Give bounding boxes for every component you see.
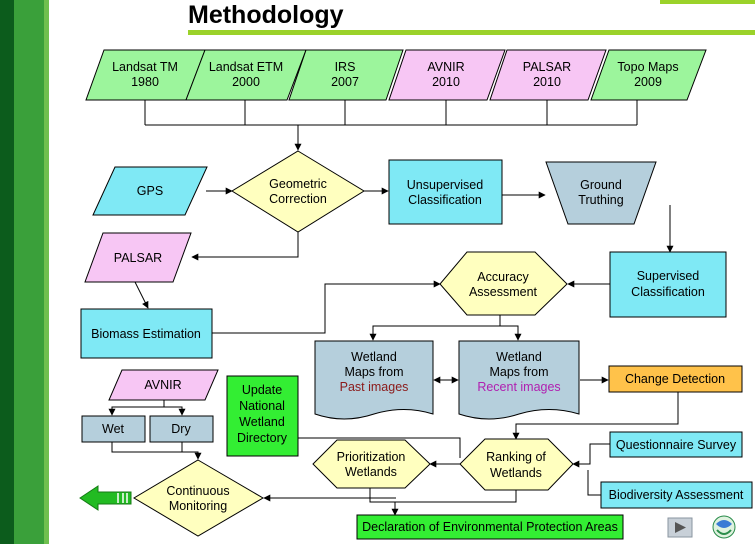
wetland-recent-label-1: Wetland xyxy=(496,350,542,364)
source-palsar-name: PALSAR xyxy=(523,60,571,74)
monitoring-label-1: Continuous xyxy=(166,484,229,498)
source-topo-maps-year: 2009 xyxy=(634,75,662,89)
update-label-2: National xyxy=(239,399,285,413)
source-topo-maps: Topo Maps 2009 xyxy=(590,49,707,101)
ranking-wetlands-node: Ranking of Wetlands xyxy=(459,438,574,491)
prioritization-wetlands-node: Prioritization Wetlands xyxy=(312,439,431,489)
source-landsat-etm: Landsat ETM 2000 xyxy=(185,49,307,101)
connectors xyxy=(108,100,679,516)
source-topo-maps-name: Topo Maps xyxy=(617,60,678,74)
title-bar-top xyxy=(660,0,755,4)
geometric-correction-node: Geometric Correction xyxy=(231,150,365,233)
avnir-node: AVNIR xyxy=(108,369,219,401)
biodiversity-label: Biodiversity Assessment xyxy=(609,488,744,502)
supervised-label-1: Supervised xyxy=(637,269,700,283)
source-landsat-tm-year: 1980 xyxy=(131,75,159,89)
ranking-label-1: Ranking of xyxy=(486,450,546,464)
update-label-4: Directory xyxy=(237,431,288,445)
questionnaire-survey-node: Questionnaire Survey xyxy=(609,431,743,458)
wetland-recent-label-2: Maps from xyxy=(489,365,548,379)
page-title: Methodology xyxy=(188,1,344,29)
unsupervised-label-2: Classification xyxy=(408,193,482,207)
monitoring-label-2: Monitoring xyxy=(169,499,227,513)
play-icon xyxy=(675,522,686,533)
source-irs-year: 2007 xyxy=(331,75,359,89)
unsupervised-classification-node: Unsupervised Classification xyxy=(388,159,503,225)
questionnaire-label: Questionnaire Survey xyxy=(616,438,737,452)
source-irs: IRS 2007 xyxy=(288,49,404,101)
next-slide-button[interactable] xyxy=(667,517,693,538)
wetland-recent-label-3: Recent images xyxy=(477,380,560,394)
wetland-past-label-1: Wetland xyxy=(351,350,397,364)
source-irs-name: IRS xyxy=(335,60,356,74)
update-label-3: Wetland xyxy=(239,415,285,429)
dry-node: Dry xyxy=(149,415,214,443)
change-detection-node: Change Detection xyxy=(608,365,743,393)
update-label-1: Update xyxy=(242,383,282,397)
source-landsat-tm: Landsat TM 1980 xyxy=(85,49,206,101)
source-palsar: PALSAR 2010 xyxy=(489,49,607,101)
wetland-past-label-3: Past images xyxy=(340,380,409,394)
ranking-label-2: Wetlands xyxy=(490,466,542,480)
avnir-label: AVNIR xyxy=(144,378,181,392)
ground-truthing-node: Ground Truthing xyxy=(545,161,657,225)
gps-label: GPS xyxy=(137,184,163,198)
sidebar-dark xyxy=(0,0,14,544)
biomass-label: Biomass Estimation xyxy=(91,327,201,341)
source-avnir: AVNIR 2010 xyxy=(388,49,506,101)
wetland-past-label-2: Maps from xyxy=(344,365,403,379)
wetland-maps-recent-node: Wetland Maps from Recent images xyxy=(458,340,580,420)
wetland-maps-past-node: Wetland Maps from Past images xyxy=(314,340,434,420)
wet-node: Wet xyxy=(81,415,146,443)
source-avnir-name: AVNIR xyxy=(427,60,464,74)
left-arrow-icon xyxy=(79,485,132,511)
title-bar xyxy=(188,30,755,35)
prioritization-label-2: Wetlands xyxy=(345,465,397,479)
geometric-correction-label-2: Correction xyxy=(269,192,327,206)
biodiversity-assessment-node: Biodiversity Assessment xyxy=(600,481,753,509)
biomass-estimation-node: Biomass Estimation xyxy=(80,308,213,359)
declaration-node: Declaration of Environmental Protection … xyxy=(356,514,624,540)
unsupervised-label-1: Unsupervised xyxy=(407,178,483,192)
continuous-monitoring-node: Continuous Monitoring xyxy=(133,459,264,537)
source-landsat-tm-name: Landsat TM xyxy=(112,60,178,74)
wet-label: Wet xyxy=(102,422,125,436)
palsar-label: PALSAR xyxy=(114,251,162,265)
accuracy-assessment-node: Accuracy Assessment xyxy=(439,251,568,316)
update-directory-node: Update National Wetland Directory xyxy=(226,375,299,457)
palsar-node: PALSAR xyxy=(84,232,192,283)
supervised-label-2: Classification xyxy=(631,285,705,299)
sidebar-edge xyxy=(44,0,49,544)
dry-label: Dry xyxy=(171,422,191,436)
ground-truthing-label-2: Truthing xyxy=(578,193,623,207)
supervised-classification-node: Supervised Classification xyxy=(609,251,727,318)
ground-truthing-label-1: Ground xyxy=(580,178,622,192)
source-landsat-etm-name: Landsat ETM xyxy=(209,60,283,74)
logo-icon xyxy=(712,515,736,539)
gps-node: GPS xyxy=(92,166,208,216)
change-detection-label: Change Detection xyxy=(625,372,725,386)
accuracy-label-1: Accuracy xyxy=(477,270,529,284)
source-landsat-etm-year: 2000 xyxy=(232,75,260,89)
source-palsar-year: 2010 xyxy=(533,75,561,89)
geometric-correction-label-1: Geometric xyxy=(269,177,327,191)
prioritization-label-1: Prioritization xyxy=(337,450,406,464)
source-avnir-year: 2010 xyxy=(432,75,460,89)
accuracy-label-2: Assessment xyxy=(469,285,538,299)
declaration-label: Declaration of Environmental Protection … xyxy=(362,520,618,534)
sidebar-light xyxy=(14,0,44,544)
